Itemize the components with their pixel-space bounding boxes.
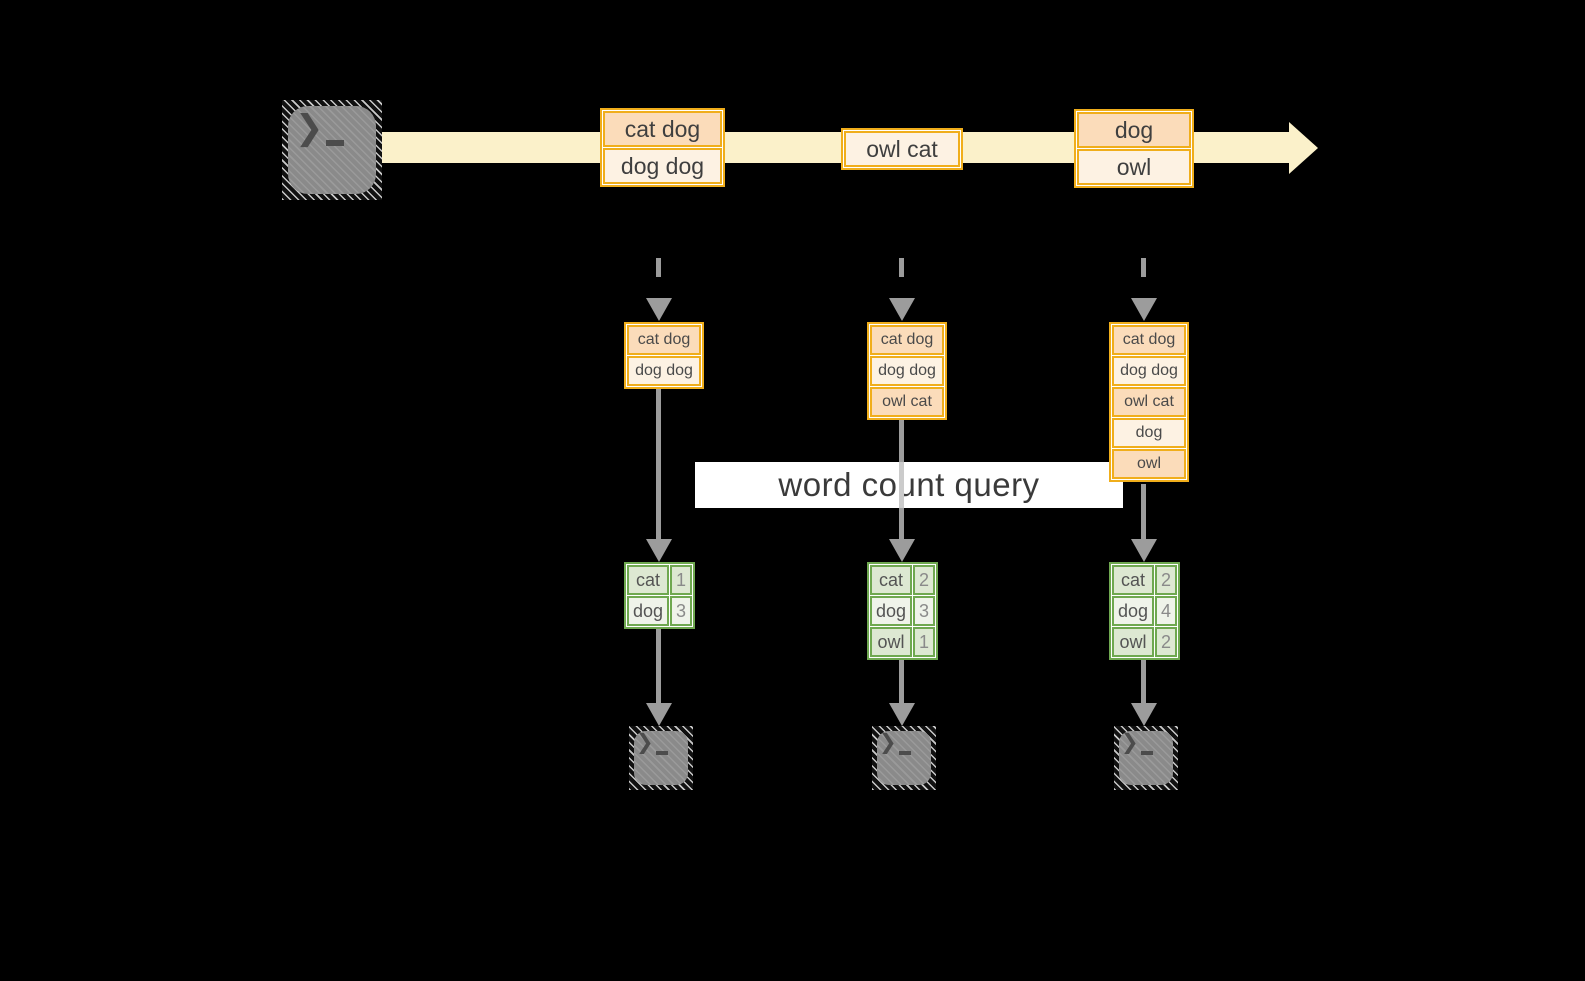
flow-arrow-head-icon (889, 703, 915, 726)
message-buffer: cat dog dog dog owl cat (867, 322, 947, 420)
word-count-table: cat 1 dog 3 (624, 562, 695, 629)
flow-arrow-line (899, 658, 904, 706)
stream-message-line: owl (1077, 149, 1191, 185)
flow-arrow-head-icon (889, 539, 915, 562)
flow-arrow-line (656, 628, 661, 706)
buffer-row: owl cat (870, 387, 944, 417)
flow-arrow-line (1141, 658, 1146, 706)
buffer-row: cat dog (627, 325, 701, 355)
count-cell: 3 (670, 596, 692, 626)
message-buffer: cat dog dog dog owl cat dog owl (1109, 322, 1189, 482)
count-cell: 2 (913, 565, 935, 595)
word-cell: dog (870, 596, 912, 626)
terminal-cursor-icon (326, 140, 344, 146)
terminal-cursor-icon (1141, 751, 1153, 755)
terminal-window (877, 731, 931, 785)
terminal-window (634, 731, 688, 785)
word-cell: cat (627, 565, 669, 595)
terminal-cursor-icon (899, 751, 911, 755)
buffer-row: owl (1112, 449, 1186, 479)
terminal-prompt-icon: ❯ (1121, 731, 1139, 754)
flow-arrow-line (656, 388, 661, 542)
ingest-arrow-dashed-line (1141, 258, 1146, 292)
output-terminal-icon: ❯ (1114, 726, 1178, 790)
query-banner: word count query (695, 462, 1123, 508)
stream-message-line: dog dog (603, 148, 722, 184)
count-cell: 1 (670, 565, 692, 595)
count-cell: 1 (913, 627, 935, 657)
terminal-prompt-icon: ❯ (636, 731, 654, 754)
stream-message: dog owl (1074, 109, 1194, 188)
buffer-row: owl cat (1112, 387, 1186, 417)
flow-arrow-line (1141, 484, 1146, 542)
flow-arrow-line-overlay (899, 462, 904, 508)
ingest-arrow-head-icon (1131, 298, 1157, 321)
word-count-table: cat 2 dog 3 owl 1 (867, 562, 938, 660)
ingest-arrow-head-icon (646, 298, 672, 321)
buffer-row: dog dog (1112, 356, 1186, 386)
word-count-table: cat 2 dog 4 owl 2 (1109, 562, 1180, 660)
buffer-row: dog dog (627, 356, 701, 386)
stream-message-line: owl cat (844, 131, 960, 167)
output-terminal-icon: ❯ (872, 726, 936, 790)
word-cell: owl (1112, 627, 1154, 657)
count-cell: 2 (1155, 565, 1177, 595)
buffer-row: dog (1112, 418, 1186, 448)
terminal-prompt-icon: ❯ (879, 731, 897, 754)
word-cell: dog (627, 596, 669, 626)
buffer-row: cat dog (870, 325, 944, 355)
word-cell: cat (1112, 565, 1154, 595)
stream-message: owl cat (841, 128, 963, 170)
message-buffer: cat dog dog dog (624, 322, 704, 389)
word-cell: owl (870, 627, 912, 657)
count-cell: 3 (913, 596, 935, 626)
stream-message-line: dog (1077, 112, 1191, 148)
flow-arrow-head-icon (646, 703, 672, 726)
stream-arrow-head-icon (1289, 122, 1318, 174)
ingest-arrow-dashed-line (899, 258, 904, 292)
query-banner-label: word count query (778, 466, 1040, 503)
word-cell: dog (1112, 596, 1154, 626)
source-terminal-icon: ❯ (282, 100, 382, 200)
flow-arrow-head-icon (1131, 539, 1157, 562)
buffer-row: cat dog (1112, 325, 1186, 355)
word-cell: cat (870, 565, 912, 595)
terminal-window (1119, 731, 1173, 785)
stream-message: cat dog dog dog (600, 108, 725, 187)
terminal-cursor-icon (656, 751, 668, 755)
terminal-prompt-icon: ❯ (295, 109, 324, 147)
flow-arrow-head-icon (1131, 703, 1157, 726)
ingest-arrow-head-icon (889, 298, 915, 321)
stream-message-line: cat dog (603, 111, 722, 147)
buffer-row: dog dog (870, 356, 944, 386)
flow-arrow-head-icon (646, 539, 672, 562)
count-cell: 4 (1155, 596, 1177, 626)
output-terminal-icon: ❯ (629, 726, 693, 790)
terminal-window (288, 106, 376, 194)
ingest-arrow-dashed-line (656, 258, 661, 292)
count-cell: 2 (1155, 627, 1177, 657)
